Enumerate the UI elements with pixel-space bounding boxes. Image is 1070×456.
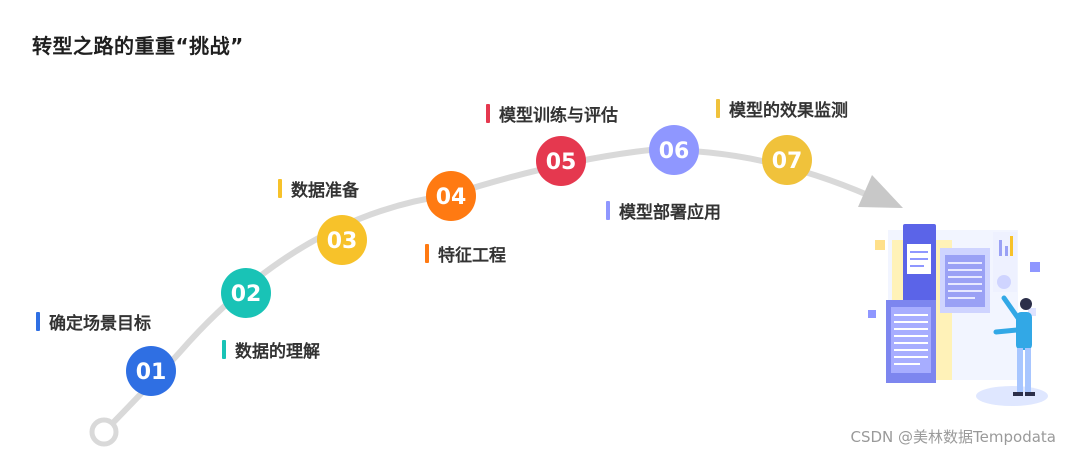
step-marker-02: 02 [221,268,271,318]
step-number-05: 05 [546,150,577,175]
step-bar-06 [606,200,610,220]
step-marker-07: 07 [762,135,812,185]
step-bar-01 [36,311,40,331]
step-label-07: 模型的效果监测 [716,97,848,121]
step-circle-03 [317,215,367,265]
step-circle-04 [426,171,476,221]
step-circle-07 [762,135,812,185]
step-marker-04: 04 [426,171,476,221]
step-text-07: 模型的效果监测 [729,100,848,121]
step-circle-02 [221,268,271,318]
step-bar-04 [425,243,429,263]
step-text-01: 确定场景目标 [49,313,151,334]
start-ring [89,417,119,447]
step-number-04: 04 [436,185,467,210]
document-icon [886,300,936,383]
step-marker-03: 03 [317,215,367,265]
step-text-06: 模型部署应用 [619,202,721,223]
step-bar-02 [222,339,226,359]
step-text-05: 模型训练与评估 [499,105,618,126]
step-label-06: 模型部署应用 [606,199,721,223]
step-bar-03 [278,178,282,198]
step-label-03: 数据准备 [278,177,359,201]
step-number-03: 03 [327,229,358,254]
chart-panel-icon [940,248,990,313]
step-markers: 01 02 03 04 05 06 07 [126,125,812,396]
step-marker-01: 01 [126,346,176,396]
step-text-02: 数据的理解 [235,341,320,362]
step-number-02: 02 [231,282,262,307]
roadmap-path [101,146,873,435]
page-title: 转型之路的重重“挑战” [32,34,244,58]
step-text-03: 数据准备 [291,180,359,201]
watermark: CSDN @美林数据Tempodata [850,428,1056,446]
step-marker-06: 06 [649,125,699,175]
arrow-head-icon [858,175,903,208]
step-circle-06 [649,125,699,175]
step-marker-05: 05 [536,136,586,186]
step-circle-05 [536,136,586,186]
step-number-01: 01 [136,360,167,385]
step-label-01: 确定场景目标 [36,310,151,334]
person-figure [993,295,1035,396]
step-label-04: 特征工程 [425,242,506,266]
step-label-02: 数据的理解 [222,338,320,362]
step-bar-05 [486,103,490,123]
step-number-07: 07 [772,149,803,174]
step-text-04: 特征工程 [438,245,506,266]
step-label-05: 模型训练与评估 [486,102,618,126]
step-circle-01 [126,346,176,396]
person-presenting-dashboard [868,224,1048,406]
step-bar-07 [716,98,720,118]
step-number-06: 06 [659,139,690,164]
